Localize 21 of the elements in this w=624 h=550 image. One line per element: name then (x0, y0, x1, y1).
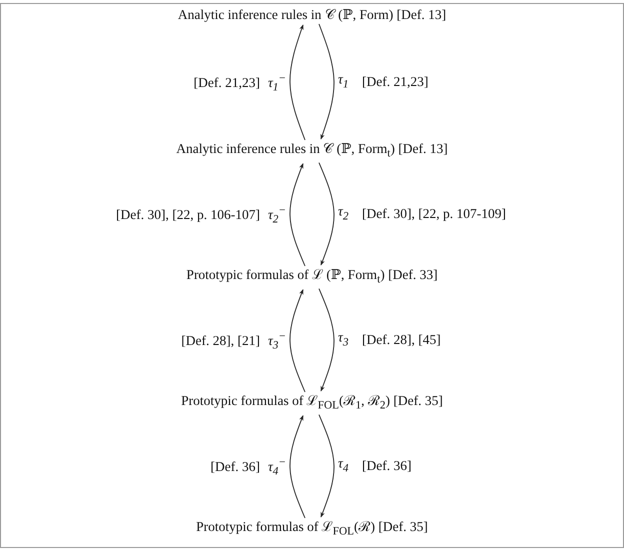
arrow (290, 163, 306, 266)
arrow (318, 162, 334, 266)
reference-text: [Def. 30], [22, p. 107-109] (362, 204, 506, 223)
arrow (290, 289, 306, 392)
formula-text: Prototypic formulas of ℒ$_{FOL}$(ℛ$_{1}$, ℛ$_{2}$) [Def. 35] (181, 392, 443, 415)
reference-text: [Def. 21,23] (362, 72, 428, 90)
formula-text: Analytic inference rules in 𝒞 (ℙ, Form$_{t}$) [Def. 13] (176, 140, 448, 163)
reference-text: [Def. 36] (210, 458, 260, 476)
reference-text: [Def. 28], [45] (362, 330, 441, 349)
formula-text: Analytic inference rules in 𝒞 (ℙ, Form) [Def. 13] (178, 6, 446, 24)
arrow (290, 24, 306, 140)
arrow (318, 24, 334, 140)
arrow (318, 288, 334, 392)
reference-text: [Def. 30], [22, p. 106-107] (116, 206, 260, 224)
reference-text: [Def. 36] (362, 456, 412, 475)
reference-text: [Def. 21,23] (194, 74, 260, 92)
arrow (318, 414, 334, 518)
formula-text: Prototypic formulas of ℒ (ℙ, Form$_{t}$) [Def. 33] (186, 266, 438, 289)
reference-text: [Def. 28], [21] (181, 332, 260, 350)
arrow (290, 415, 306, 518)
formula-text: Prototypic formulas of ℒ$_{FOL}$(ℛ) [Def. 35] (196, 518, 428, 541)
